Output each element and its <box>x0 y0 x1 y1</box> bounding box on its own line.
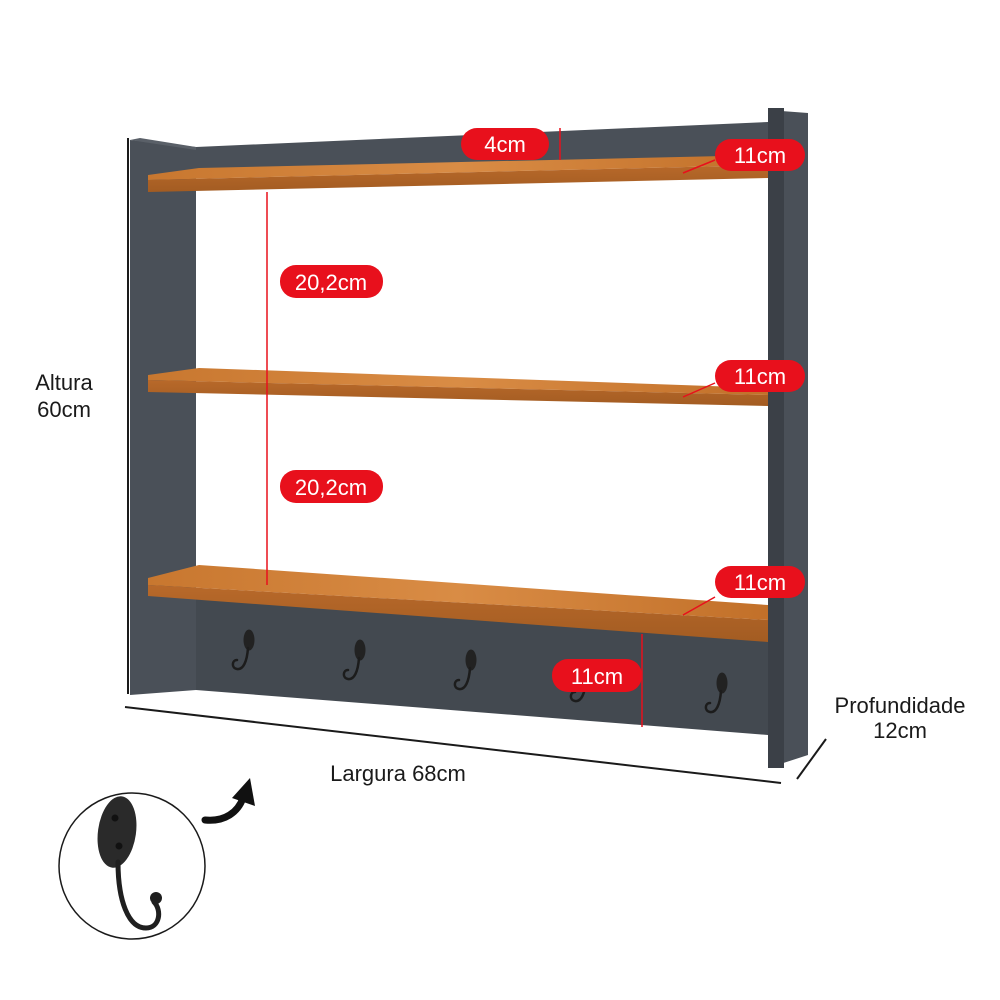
tag-lower-spacing: 20,2cm <box>280 470 383 503</box>
shelf-top <box>148 155 768 192</box>
curved-arrow-icon <box>201 778 255 824</box>
hook-detail-icon <box>97 796 162 931</box>
depth-dimension-line <box>796 738 827 780</box>
tag-hook-board: 11cm <box>552 659 642 692</box>
shelf-top-depth-line <box>682 159 716 174</box>
shelf-bottom-depth-line <box>682 596 716 616</box>
right-side-panel-inner <box>768 108 784 768</box>
shelf-middle-depth-line <box>682 382 716 398</box>
tag-shelf-top-depth: 11cm <box>715 139 805 171</box>
tag-top-gap: 4cm <box>461 128 549 160</box>
shelf-bottom <box>148 565 768 642</box>
width-label: Largura 68cm <box>330 761 466 786</box>
tag-shelf-top-depth-text: 11cm <box>734 143 786 168</box>
tag-upper-spacing: 20,2cm <box>280 265 383 298</box>
hooks <box>231 629 728 714</box>
height-label: Altura <box>35 370 93 395</box>
depth-label: Profundidade <box>835 693 966 718</box>
tag-lower-spacing-text: 20,2cm <box>295 475 367 500</box>
hook-icon <box>453 649 477 691</box>
tag-shelf-bottom-depth-text: 11cm <box>734 570 786 595</box>
hook-icon <box>231 629 255 671</box>
hook-detail-inset <box>58 792 206 940</box>
tag-hook-board-text: 11cm <box>571 664 623 689</box>
tag-top-gap-text: 4cm <box>484 132 526 157</box>
left-side-panel-front <box>130 140 196 695</box>
hook-icon <box>342 639 366 681</box>
tag-shelf-bottom-depth: 11cm <box>715 566 805 598</box>
depth-value: 12cm <box>873 718 927 743</box>
hook-icon <box>704 672 728 714</box>
tag-shelf-middle-depth: 11cm <box>715 360 805 392</box>
width-dimension-line <box>124 706 782 784</box>
shelf-middle <box>148 368 768 406</box>
tag-shelf-middle-depth-text: 11cm <box>734 364 786 389</box>
left-side-panel-edge <box>130 138 196 150</box>
height-value: 60cm <box>37 397 91 422</box>
tag-upper-spacing-text: 20,2cm <box>295 270 367 295</box>
